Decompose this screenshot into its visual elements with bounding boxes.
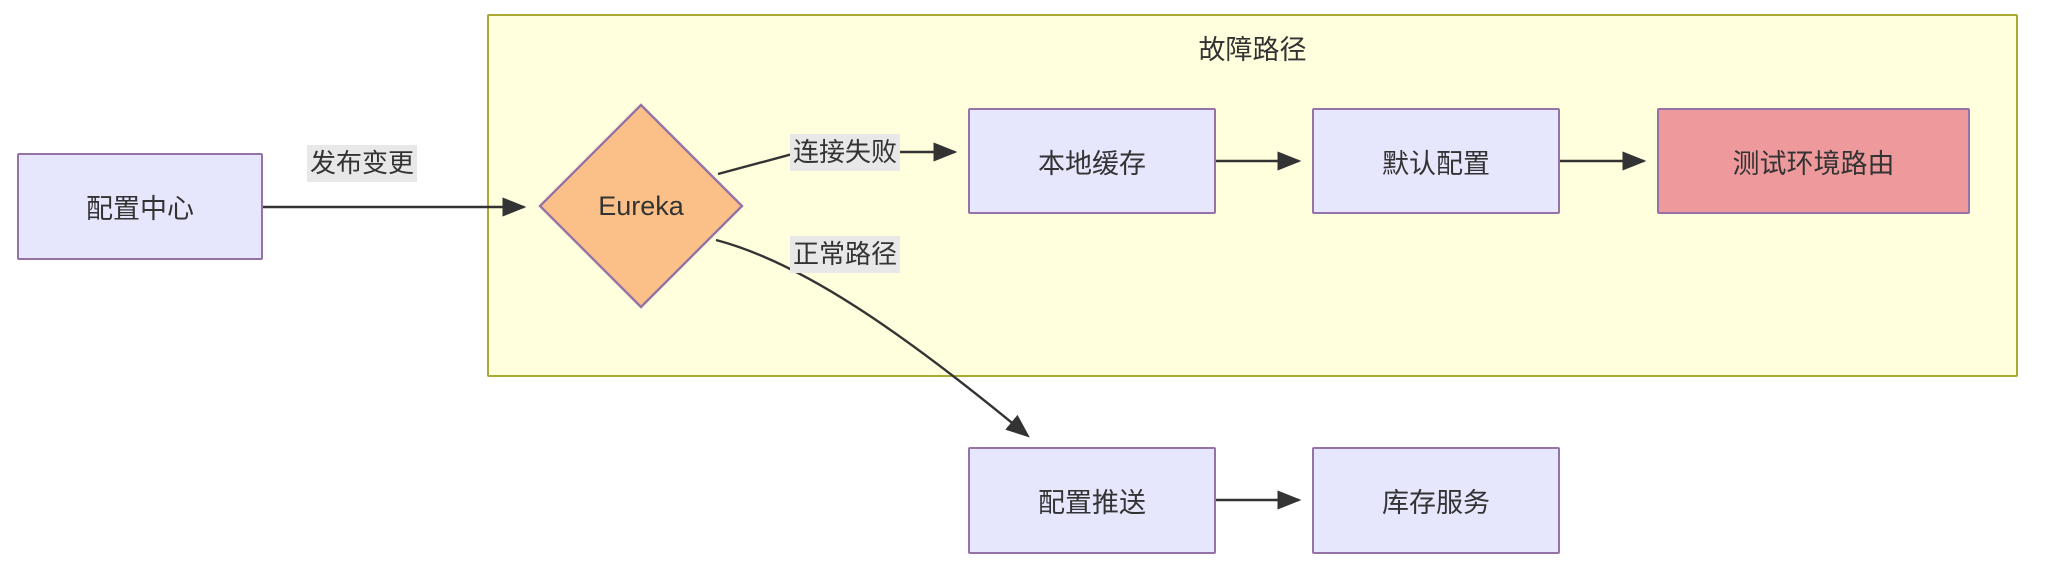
node-label: 配置推送 (1038, 488, 1146, 518)
edge-label-publish-change: 发布变更 (307, 145, 418, 182)
node-label-wrap: Eureka (538, 103, 744, 309)
node-default-config[interactable]: 默认配置 (1312, 108, 1560, 214)
node-label: 库存服务 (1382, 488, 1490, 518)
node-label: 配置中心 (86, 194, 194, 224)
node-label: 本地缓存 (1038, 148, 1146, 179)
edge-label-normal-path: 正常路径 (790, 236, 901, 273)
edge-label-connection-failed: 连接失败 (790, 134, 901, 171)
node-local-cache[interactable]: 本地缓存 (968, 108, 1216, 214)
node-label: 测试环境路由 (1732, 148, 1895, 179)
node-eureka[interactable]: Eureka (538, 103, 744, 309)
diamond-shape (538, 103, 744, 309)
node-inventory-service[interactable]: 库存服务 (1312, 447, 1560, 554)
node-test-env-route[interactable]: 测试环境路由 (1657, 108, 1970, 214)
subgraph-title: 故障路径 (1198, 35, 1307, 65)
node-label: 默认配置 (1382, 148, 1490, 179)
node-config-push[interactable]: 配置推送 (968, 447, 1216, 554)
node-label: Eureka (598, 190, 684, 221)
node-config-center[interactable]: 配置中心 (17, 153, 263, 260)
